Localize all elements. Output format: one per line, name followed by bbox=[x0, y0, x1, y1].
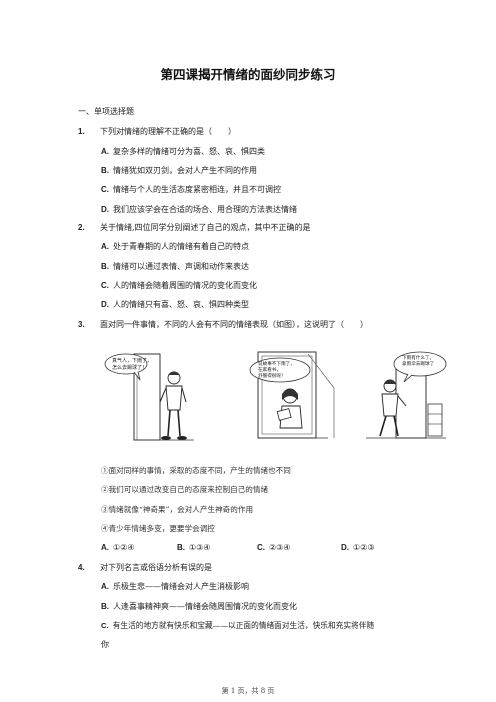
q2-option-b: B. 情绪可以通过表情、声调和动作来表达 bbox=[101, 262, 249, 272]
option-text: 有生活的地方就有快乐和宝藏——以正面的情绪面对生活，快乐和充实将伴随 bbox=[112, 621, 375, 630]
option-text: 情绪可以通过表情、声调和动作来表达 bbox=[113, 262, 249, 271]
option-text: 复杂多样的情绪可分为喜、怒、哀、惧四类 bbox=[113, 147, 265, 156]
q1-option-d: D. 我们应该学会在合适的场合、用合理的方法表达情绪 bbox=[101, 205, 297, 215]
option-text: 我们应该学会在合适的场合、用合理的方法表达情绪 bbox=[113, 205, 297, 214]
choice-text: ①③④ bbox=[189, 543, 211, 552]
question-number: 2. bbox=[78, 223, 85, 232]
section-heading: 一、单项选择题 bbox=[78, 107, 134, 116]
speech-bubble-1-line2: 怎么去踢球了！ bbox=[112, 364, 147, 371]
choice-letter: A. bbox=[101, 543, 109, 552]
option-text: 人的情绪会随着周围的情况的变化而变化 bbox=[113, 281, 257, 290]
q2-option-d: D. 人的情绪只有喜、怒、哀、惧四种类型 bbox=[101, 300, 249, 310]
q1-option-a: A. 复杂多样的情绪可分为喜、怒、哀、惧四类 bbox=[101, 147, 265, 157]
q2-option-a: A. 处于青春期的人的情绪有着自己的特点 bbox=[101, 242, 249, 252]
q2-option-c: C. 人的情绪会随着周围的情况的变化而变化 bbox=[101, 281, 257, 291]
cartoon-happy-boy: 下雨有什么了， 拿雨伞去踢球了 bbox=[366, 351, 447, 439]
page-footer: 第 1 页，共 8 页 bbox=[221, 687, 275, 695]
question-2: 2. 关于情绪,四位同学分别阐述了自己的观点，其中不正确的是 bbox=[78, 223, 311, 233]
option-letter: B. bbox=[101, 166, 109, 175]
q3-choice-c: C. ②③④ bbox=[257, 543, 291, 552]
q3-statement-3: ③情绪就像“神奇果”，会对人产生神奇的作用 bbox=[101, 505, 254, 514]
q4-option-c-continuation: 你 bbox=[101, 640, 109, 649]
option-letter: B. bbox=[101, 262, 109, 271]
question-number: 4. bbox=[78, 563, 85, 572]
option-letter: D. bbox=[101, 300, 109, 309]
q4-option-c: C.有生活的地方就有快乐和宝藏——以正面的情绪面对生活，快乐和充实将伴随 bbox=[101, 621, 374, 631]
option-letter: D. bbox=[101, 205, 109, 214]
speech-bubble-2-line1: 说故事不下雨了， bbox=[258, 360, 295, 367]
cartoon-angry-boy: 真气人，下雨了， 怎么去踢球了！ bbox=[104, 353, 194, 441]
q1-option-b: B. 情绪犹如双刃剑，会对人产生不同的作用 bbox=[101, 166, 257, 176]
option-letter: C. bbox=[101, 281, 109, 290]
q3-choice-d: D. ①②③ bbox=[341, 543, 375, 552]
q4-option-b: B. 人逢喜事精神爽——情绪会随周围情况的变化而变化 bbox=[101, 602, 297, 612]
choice-letter: C. bbox=[257, 543, 265, 552]
speech-bubble-2-line2: 在家看书， bbox=[258, 366, 281, 373]
page-title: 第四课揭开情绪的面纱同步练习 bbox=[160, 67, 336, 82]
q3-choice-b: B. ①③④ bbox=[177, 543, 211, 552]
option-letter: C. bbox=[101, 185, 109, 194]
q3-choice-a: A. ①②④ bbox=[101, 543, 135, 552]
option-letter: A. bbox=[101, 147, 109, 156]
question-3: 3. 面对同一件事情，不同的人会有不同的情绪表现（如图），这说明了（ ） bbox=[78, 320, 368, 330]
choice-letter: D. bbox=[341, 543, 349, 552]
question-number: 3. bbox=[78, 320, 85, 329]
q1-option-c: C. 情绪与个人的生活态度紧密相连，并且不可调控 bbox=[101, 185, 281, 195]
q3-statement-4: ④青少年情绪多变，更要学会调控 bbox=[101, 524, 215, 533]
option-letter: A. bbox=[101, 242, 109, 251]
speech-bubble-3-line2: 拿雨伞去踢球了 bbox=[402, 360, 435, 367]
question-number: 1. bbox=[78, 127, 85, 136]
option-text: 处于青春期的人的情绪有着自己的特点 bbox=[113, 242, 249, 251]
option-letter: B. bbox=[101, 602, 109, 611]
question-stem: 面对同一件事情，不同的人会有不同的情绪表现（如图），这说明了（ ） bbox=[100, 320, 368, 329]
q4-option-a: A. 乐极生悲——情绪会对人产生消极影响 bbox=[101, 582, 249, 592]
question-4: 4. 对下列名言或俗语分析有误的是 bbox=[78, 563, 212, 573]
option-letter: A. bbox=[101, 582, 109, 591]
choice-text: ①②④ bbox=[113, 543, 135, 552]
q3-statement-1: ①面对同样的事情，采取的态度不同，产生的情绪也不同 bbox=[101, 466, 291, 475]
option-text: 人的情绪只有喜、怒、哀、惧四种类型 bbox=[113, 300, 249, 309]
speech-bubble-1-line1: 真气人，下雨了， bbox=[112, 357, 152, 364]
option-text: 情绪与个人的生活态度紧密相连，并且不可调控 bbox=[113, 185, 281, 194]
speech-bubble-2-line3: 舒服得很呢！ bbox=[258, 372, 286, 379]
choice-letter: B. bbox=[177, 543, 185, 552]
choice-text: ①②③ bbox=[353, 543, 375, 552]
q3-statement-2: ②我们可以通过改变自己的态度来控制自己的情绪 bbox=[101, 485, 269, 494]
speech-bubble-3-line1: 下雨有什么了， bbox=[402, 354, 434, 361]
cartoon-reading-girl: 说故事不下雨了， 在家看书， 舒服得很呢！ bbox=[249, 351, 335, 439]
choice-text: ②③④ bbox=[269, 543, 291, 552]
option-letter: C. bbox=[101, 621, 109, 630]
question-stem: 对下列名言或俗语分析有误的是 bbox=[100, 563, 212, 572]
option-text: 乐极生悲——情绪会对人产生消极影响 bbox=[113, 582, 249, 591]
option-text: 情绪犹如双刃剑，会对人产生不同的作用 bbox=[113, 166, 257, 175]
option-text: 人逢喜事精神爽——情绪会随周围情况的变化而变化 bbox=[113, 602, 297, 611]
question-1: 1. 下列对情绪的理解不正确的是（ ） bbox=[78, 127, 236, 137]
question-stem: 关于情绪,四位同学分别阐述了自己的观点，其中不正确的是 bbox=[100, 223, 311, 232]
question-stem: 下列对情绪的理解不正确的是（ ） bbox=[100, 127, 236, 136]
